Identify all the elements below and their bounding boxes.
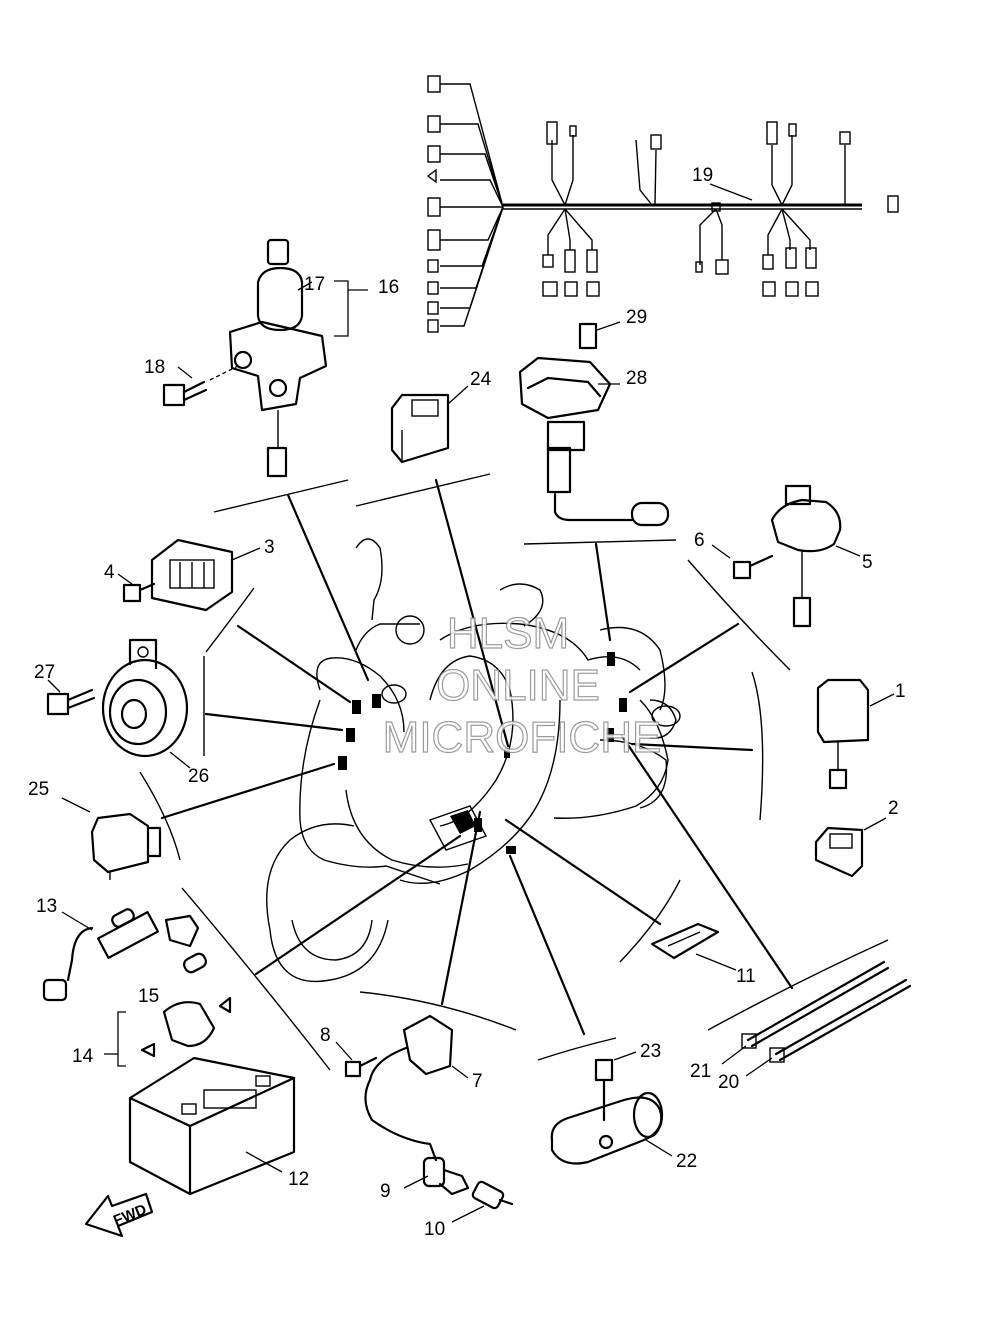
callout-5: 5 bbox=[862, 552, 873, 573]
relay-bracket[interactable] bbox=[814, 817, 887, 878]
callout-12: 12 bbox=[288, 1169, 309, 1190]
battery[interactable] bbox=[128, 1056, 296, 1196]
watermark-line-2: ONLINE bbox=[436, 661, 600, 710]
callout-26: 26 bbox=[188, 766, 209, 787]
callout-4: 4 bbox=[104, 562, 115, 583]
relay-unit[interactable] bbox=[390, 385, 469, 464]
bolt-27[interactable] bbox=[46, 679, 96, 716]
callout-14: 14 bbox=[72, 1046, 94, 1067]
horn[interactable] bbox=[101, 638, 191, 769]
pointer-lines bbox=[139, 473, 889, 1071]
ignition-coil[interactable] bbox=[364, 1014, 470, 1196]
callout-23: 23 bbox=[640, 1041, 661, 1062]
callout-29: 29 bbox=[626, 307, 647, 328]
fuse-holder[interactable] bbox=[42, 908, 208, 1002]
callout-28: 28 bbox=[626, 368, 647, 389]
nut-6[interactable] bbox=[711, 544, 774, 580]
watermark: HLSM ONLINE MICROFICHE bbox=[382, 608, 662, 762]
callout-15: 15 bbox=[138, 986, 159, 1007]
turn-relay[interactable] bbox=[816, 678, 895, 790]
main-switch[interactable] bbox=[162, 238, 368, 478]
callout-25: 25 bbox=[28, 779, 49, 800]
callout-22: 22 bbox=[676, 1151, 697, 1172]
callout-3: 3 bbox=[264, 537, 275, 558]
motorcycle-outline bbox=[266, 538, 681, 983]
callout-17: 17 bbox=[304, 274, 325, 295]
callout-6: 6 bbox=[694, 530, 705, 551]
watermark-line-1: HLSM bbox=[447, 609, 569, 658]
fuel-sender[interactable] bbox=[518, 321, 670, 527]
rectifier-regulator[interactable] bbox=[150, 538, 261, 612]
callout-18: 18 bbox=[144, 357, 165, 378]
flasher-relay[interactable] bbox=[61, 797, 162, 880]
wire-harness[interactable] bbox=[426, 75, 899, 333]
callout-11: 11 bbox=[736, 966, 756, 987]
sensor-11[interactable] bbox=[650, 922, 737, 971]
spark-plug[interactable] bbox=[451, 1180, 514, 1223]
forward-arrow-icon: FWD bbox=[84, 1192, 154, 1238]
callout-13: 13 bbox=[36, 896, 57, 917]
starter-relay[interactable] bbox=[104, 996, 232, 1067]
callout-2: 2 bbox=[888, 798, 899, 819]
callout-24: 24 bbox=[470, 369, 492, 390]
callout-8: 8 bbox=[320, 1025, 331, 1046]
callout-labels: 1 2 3 4 5 6 7 8 9 10 11 12 13 14 15 16 1… bbox=[28, 165, 906, 1240]
bolt-4[interactable] bbox=[117, 573, 156, 603]
cable-band[interactable] bbox=[721, 960, 912, 1077]
watermark-line-3: MICROFICHE bbox=[383, 713, 662, 762]
callout-16: 16 bbox=[378, 277, 399, 298]
bolt-8[interactable] bbox=[335, 1041, 378, 1078]
starter-motor[interactable] bbox=[550, 1051, 673, 1165]
callout-19: 19 bbox=[692, 165, 713, 186]
callout-27: 27 bbox=[34, 662, 55, 683]
callout-1: 1 bbox=[895, 681, 906, 702]
callout-7: 7 bbox=[472, 1071, 483, 1092]
sidestand-switch[interactable] bbox=[770, 484, 861, 628]
callout-21: 21 bbox=[690, 1061, 711, 1082]
callout-10: 10 bbox=[424, 1219, 445, 1240]
callout-9: 9 bbox=[380, 1181, 391, 1202]
callout-20: 20 bbox=[718, 1072, 739, 1093]
